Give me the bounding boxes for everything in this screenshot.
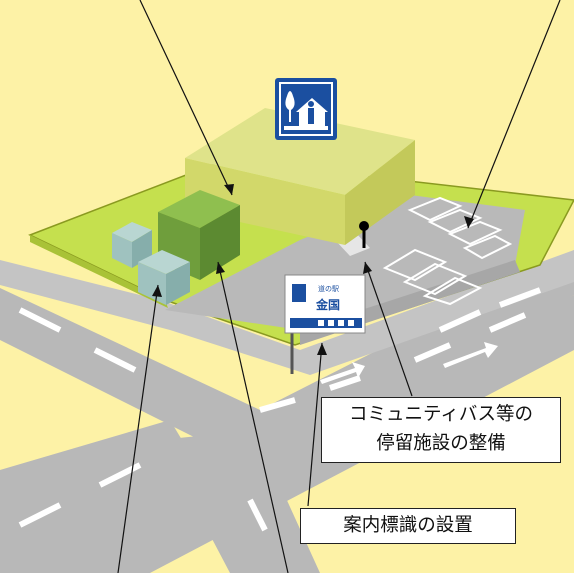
michi-no-eki-icon [275, 78, 337, 140]
bus-stop-callout-line1: コミュニティバス等の [349, 404, 533, 425]
annex-building [158, 190, 240, 280]
bus-stop-callout: コミュニティバス等の 停留施設の整備 [321, 397, 561, 463]
arrowheads [152, 184, 474, 355]
guide-sign [284, 274, 366, 374]
road-arrows [320, 342, 498, 384]
road-markings [18, 287, 542, 532]
sign-board-small-text: 道の駅 [318, 285, 339, 293]
road-upper-band [0, 250, 574, 375]
sign-board-main-text: 金国 [316, 298, 341, 312]
road-diagonal-upper [0, 250, 574, 465]
parking-lot [165, 195, 525, 345]
leader-lines [117, 0, 561, 573]
bus-stop-callout-line2: 停留施設の整備 [376, 433, 506, 454]
bus-stop-pole-icon [359, 221, 369, 248]
road-lower-left [0, 420, 200, 573]
guide-sign-callout: 案内標識の設置 [300, 508, 516, 544]
